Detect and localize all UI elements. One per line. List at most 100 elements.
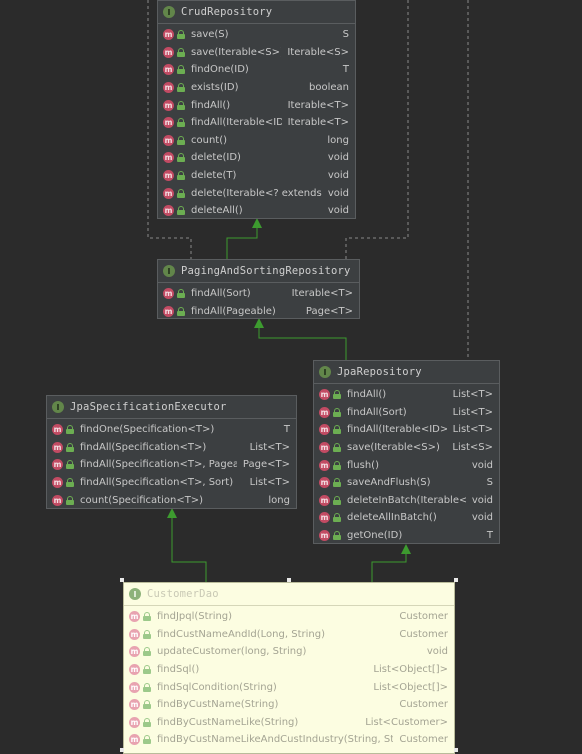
- method-icon: m: [129, 734, 140, 746]
- jpa-to-paging-line: [258, 326, 347, 360]
- method-signature: save(S): [191, 29, 229, 41]
- method-signature: findOne(ID): [191, 64, 249, 76]
- method-signature: findAll(): [347, 389, 387, 401]
- method-signature: findByCustNameLike(String): [157, 716, 299, 728]
- return-type: List<T>: [452, 389, 493, 401]
- lock-icon: [333, 425, 341, 435]
- lock-icon: [177, 135, 185, 145]
- method-icon: m: [163, 170, 174, 182]
- dashed-line-left: [147, 0, 192, 262]
- return-type: Customer: [399, 611, 448, 623]
- jpa-specification-executor-header: I JpaSpecificationExecutor: [47, 396, 296, 419]
- method-icon: m: [163, 64, 174, 76]
- interface-icon: I: [52, 401, 64, 413]
- method-signature: count(): [191, 134, 228, 146]
- return-type: List<Object[]>: [373, 681, 448, 693]
- method-icon: m: [319, 530, 330, 542]
- method-icon: m: [319, 494, 330, 506]
- method-signature: getOne(ID): [347, 530, 403, 542]
- method-icon: m: [319, 459, 330, 471]
- method-icon: m: [319, 442, 330, 454]
- lock-icon: [333, 513, 341, 523]
- method-icon: m: [319, 477, 330, 489]
- return-type: void: [327, 152, 349, 164]
- return-type: void: [471, 512, 493, 524]
- return-type: Iterable<T>: [287, 117, 349, 129]
- method-icon: m: [163, 99, 174, 111]
- return-type: Iterable<S>: [287, 46, 349, 58]
- lock-icon: [143, 629, 151, 639]
- return-type: void: [471, 459, 493, 471]
- interface-icon: I: [163, 265, 175, 277]
- method-icon: m: [129, 681, 140, 693]
- lock-icon: [333, 495, 341, 505]
- lock-icon: [177, 83, 185, 93]
- return-type: S: [486, 477, 493, 489]
- interface-icon: I: [129, 588, 141, 600]
- selection-handle[interactable]: [454, 748, 458, 752]
- selection-handle[interactable]: [287, 578, 291, 582]
- method-signature: delete(T): [191, 170, 237, 182]
- method-icon: m: [163, 152, 174, 164]
- lock-icon: [66, 442, 74, 452]
- customer-dao-header: I CustomerDao: [124, 583, 454, 606]
- selection-handle[interactable]: [454, 578, 458, 582]
- return-type: Iterable<T>: [287, 99, 349, 111]
- class-name: CrudRepository: [181, 6, 273, 18]
- return-type: S: [342, 29, 349, 41]
- method-signature: findAll(Iterable<ID>): [347, 424, 447, 436]
- selection-handle[interactable]: [120, 748, 124, 752]
- method-signature: findOne(Specification<T>): [80, 424, 215, 436]
- method-signature: findByCustName(String): [157, 699, 279, 711]
- arrowhead-crud: [252, 218, 262, 228]
- method-icon: m: [52, 441, 63, 453]
- class-name: CustomerDao: [147, 588, 219, 600]
- selection-handle[interactable]: [120, 578, 124, 582]
- lock-icon: [333, 443, 341, 453]
- method-signature: delete(Iterable<? extends T>): [191, 187, 322, 199]
- method-icon: m: [129, 646, 140, 658]
- lock-icon: [143, 735, 151, 745]
